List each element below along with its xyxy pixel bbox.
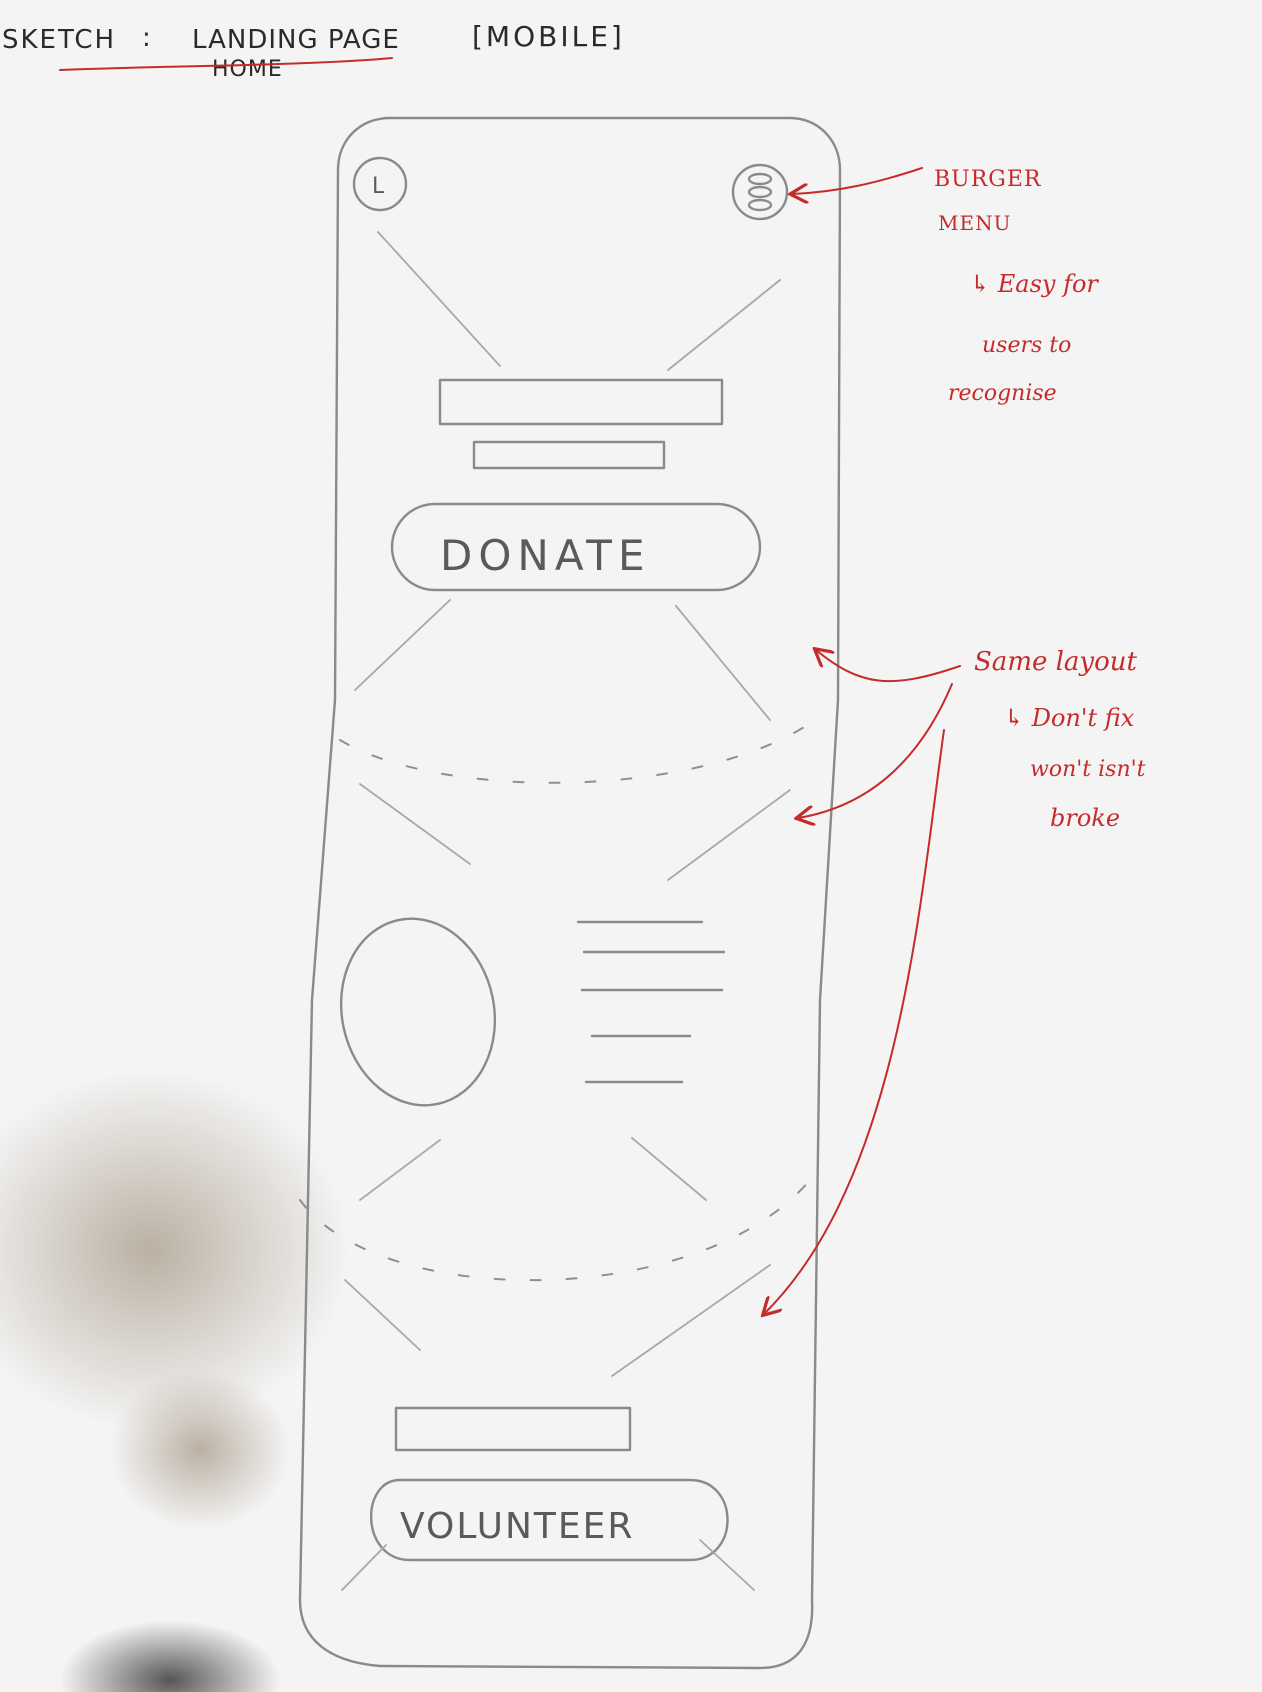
burger-menu-annotation: BURGER MENU ↳ Easy for users to recognis…: [792, 167, 1099, 406]
paper-smudges: [0, 1070, 350, 1692]
logo-circle: [352, 156, 408, 212]
layout-arrow-top: [816, 650, 961, 683]
volunteer-heading-placeholder: [394, 1406, 632, 1452]
layout-line4: broke: [1050, 804, 1120, 832]
page-name: LANDING PAGE: [192, 25, 400, 55]
feature-text-lines: [576, 920, 726, 1084]
layout-line3: won't isn't: [1030, 757, 1146, 782]
hero-subheading-placeholder: [472, 440, 666, 470]
layout-line1: Same layout: [974, 647, 1138, 677]
title-underline: [59, 57, 393, 71]
sketch-label: SKETCH: [2, 25, 116, 55]
layout-line2: ↳ Don't fix: [1004, 704, 1135, 732]
burger-note-line2: users to: [982, 333, 1071, 358]
burger-title-line1: BURGER: [934, 167, 1042, 192]
section-divider-top: [339, 719, 816, 784]
feature-image-placeholder: [339, 917, 497, 1107]
page-alt-name: HOME: [212, 57, 283, 82]
layout-arrow-bottom: [764, 729, 945, 1314]
logo-icon: L: [372, 174, 385, 199]
layout-annotation: Same layout ↳ Don't fix won't isn't brok…: [764, 647, 1146, 1314]
hero-heading-placeholder: [438, 378, 724, 426]
device-label: [MOBILE]: [472, 20, 625, 53]
volunteer-section: VOLUNTEER: [341, 1264, 771, 1591]
donate-button[interactable]: DONATE: [390, 502, 762, 592]
phone-frame: [298, 116, 842, 1670]
burger-title-line2: MENU: [938, 211, 1011, 235]
volunteer-button[interactable]: VOLUNTEER: [370, 1478, 729, 1562]
hero-section: DONATE: [339, 231, 816, 784]
volunteer-button-label: VOLUNTEER: [400, 1506, 634, 1547]
burger-note-line3: recognise: [948, 381, 1057, 406]
burger-menu-icon[interactable]: [731, 163, 789, 221]
burger-arrow: [792, 167, 923, 194]
layout-arrow-middle: [798, 683, 953, 818]
section-divider-bottom: [299, 1179, 811, 1282]
sketch-title: SKETCH : LANDING PAGE HOME [MOBILE]: [2, 20, 625, 82]
feature-section: [299, 783, 811, 1282]
donate-button-label: DONATE: [440, 531, 650, 580]
title-separator: :: [142, 23, 151, 53]
wireframe-header: L: [352, 156, 789, 221]
burger-note-line1: ↳ Easy for: [970, 270, 1099, 298]
